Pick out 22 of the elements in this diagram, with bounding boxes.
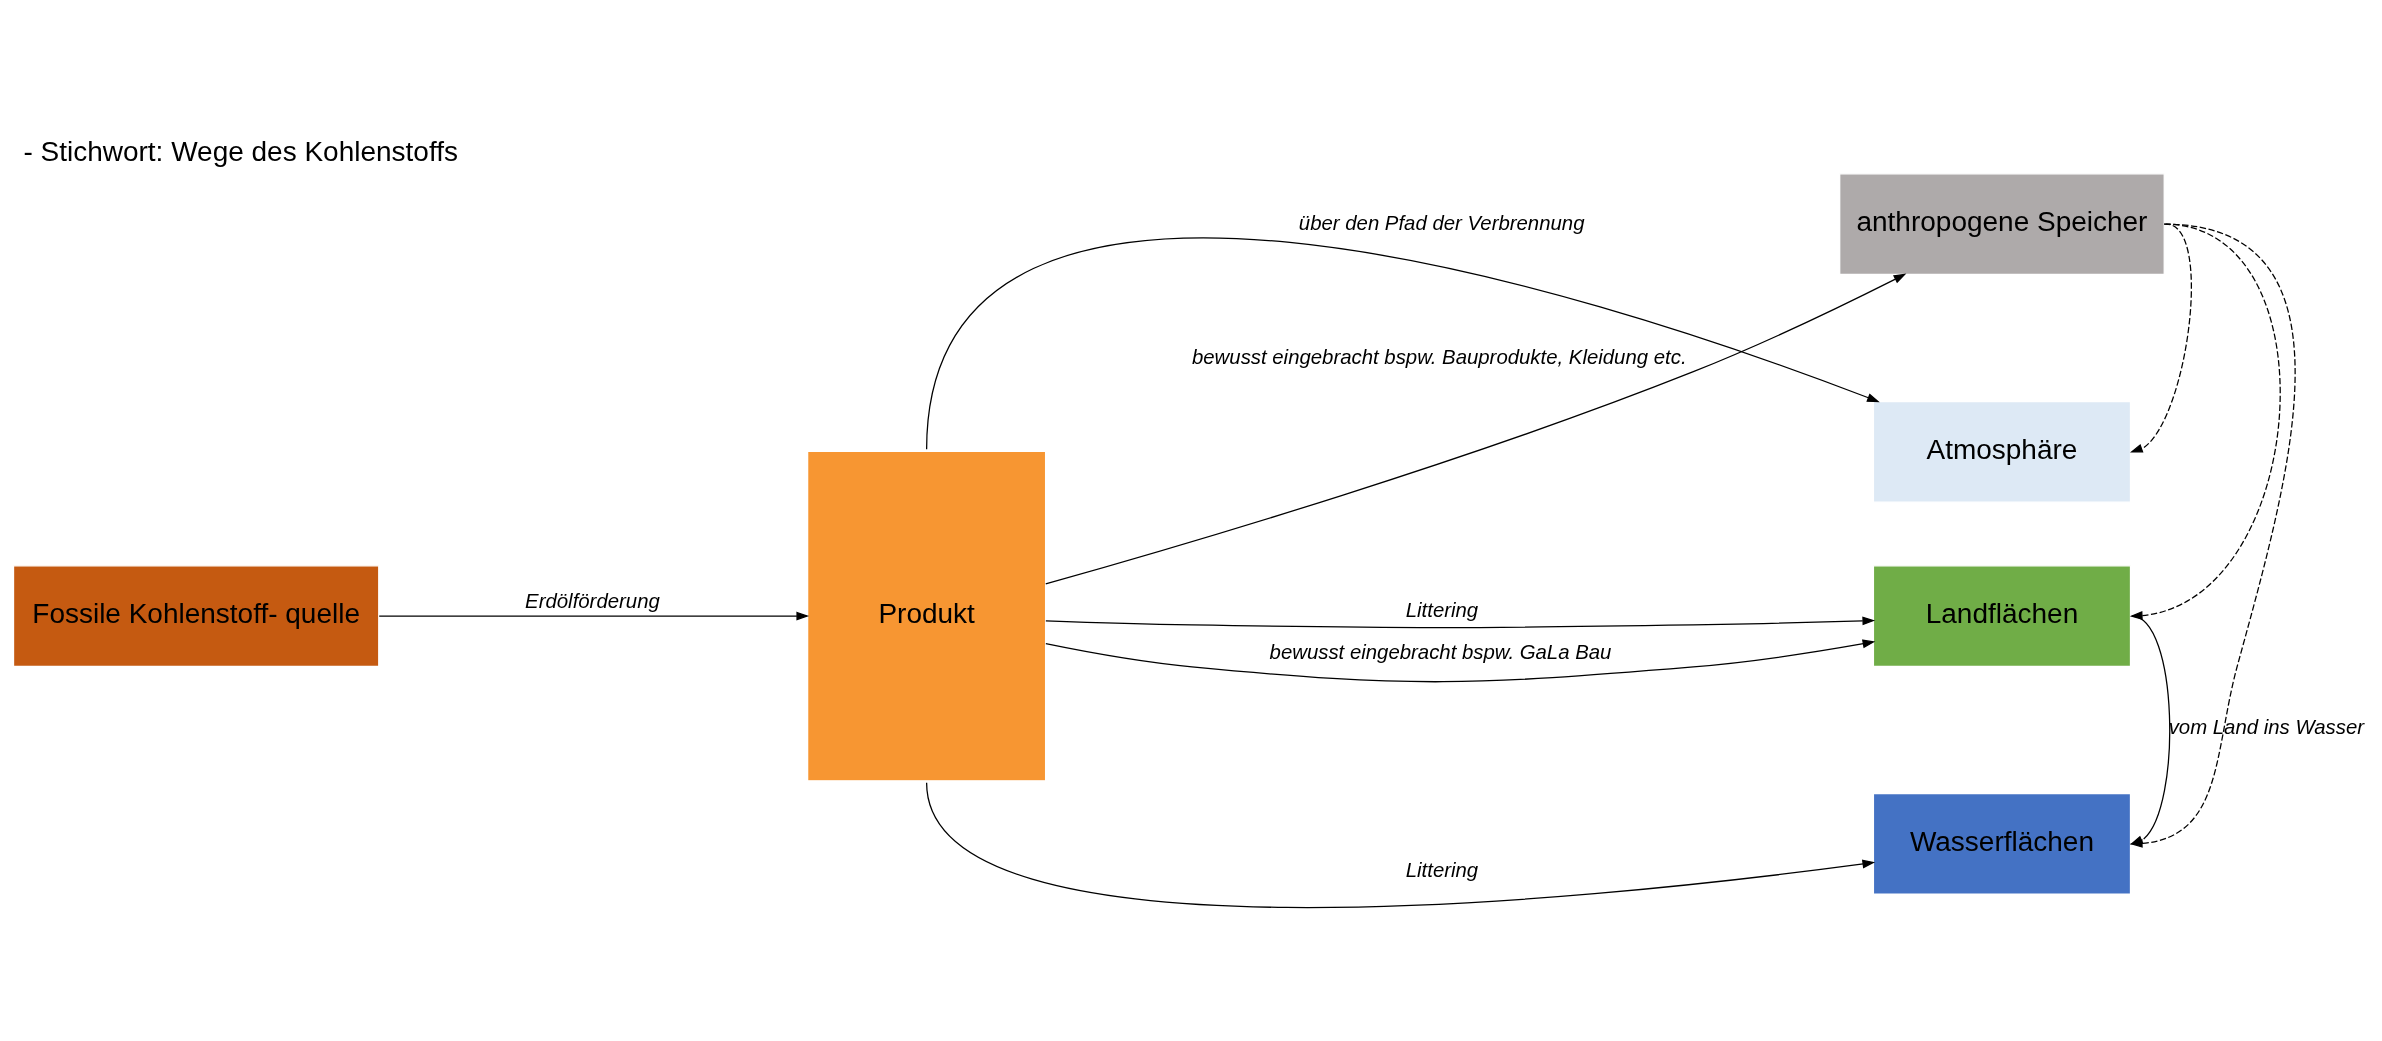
node-box: Wasserflächen: [1872, 792, 2132, 895]
arrow: [1045, 616, 1876, 629]
edge-label: Littering: [1405, 599, 1479, 622]
arrow: [1045, 639, 1876, 683]
node-box: anthropogene Speicher: [1839, 173, 2165, 275]
arrow: [926, 782, 1876, 909]
diagram-title: - Stichwort: Wege des Kohlenstoffs: [23, 135, 458, 167]
node-box: Produkt: [807, 450, 1047, 782]
edge-label: Littering: [1405, 858, 1479, 881]
edge-label: über den Pfad der Verbrennung: [1298, 212, 1585, 235]
node-box: Fossile Kohlenstoff- quelle: [12, 565, 380, 667]
edge-label: bewusst eingebracht bspw. Bauprodukte, Kleidung etc.: [1191, 345, 1687, 368]
edge-label: vom Land ins Wasser: [2168, 716, 2365, 739]
arrow: [926, 237, 1880, 450]
edge-label: bewusst eingebracht bspw. GaLa Bau: [1269, 641, 1612, 664]
edge-label: Erdölförderung: [525, 590, 660, 613]
arrow: [2129, 223, 2192, 453]
node-box: Atmosphäre: [1872, 400, 2132, 503]
arrow: [1045, 273, 1907, 585]
node-box: Landflächen: [1872, 565, 2132, 667]
arrow: [2130, 615, 2171, 845]
arrow: [378, 611, 810, 621]
